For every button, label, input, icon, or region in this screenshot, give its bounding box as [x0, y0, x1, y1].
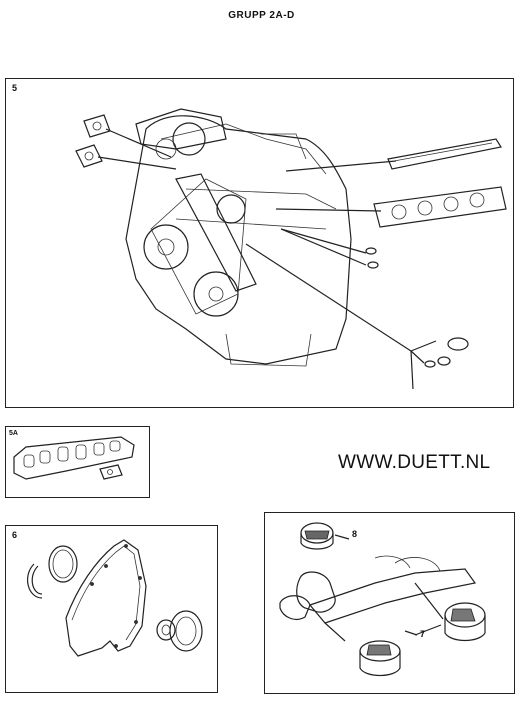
crankshaft-bearings-illustration: [279, 522, 486, 677]
panel-7-8-crankshaft-bearings: 8 7: [264, 512, 515, 694]
panel-5-engine-gaskets: 5: [5, 78, 514, 408]
panel-6-timing-cover: 6: [5, 525, 218, 693]
callout-8: 8: [352, 529, 358, 539]
timing-cover-illustration: [26, 539, 203, 657]
panel-5a-label: 5A: [9, 430, 18, 437]
page-title: GRUPP 2A-D: [228, 10, 295, 21]
website-watermark: WWW.DUETT.NL: [338, 452, 491, 473]
panel-5a-manifold-gasket: 5A: [5, 426, 150, 498]
panel-5-label: 5: [12, 83, 18, 93]
engine-gasket-illustration: [75, 108, 507, 390]
manifold-gasket-illustration: [13, 436, 135, 480]
callout-7: 7: [420, 629, 426, 639]
panel-6-label: 6: [12, 530, 18, 540]
